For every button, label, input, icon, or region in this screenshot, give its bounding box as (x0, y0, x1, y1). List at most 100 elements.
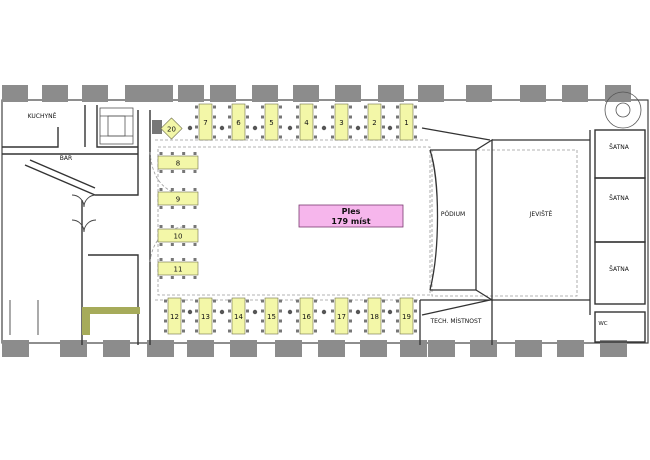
table-surface (157, 191, 199, 206)
table-surface (157, 228, 199, 243)
wall-pier-bottom (147, 340, 174, 357)
chair (296, 299, 299, 303)
table-11: 11 (157, 258, 199, 279)
pillar-dot (387, 125, 393, 131)
wall-pier-top (82, 85, 108, 102)
chair (296, 309, 299, 313)
entrance-doors (9, 194, 97, 335)
chair (279, 329, 282, 333)
chair (364, 299, 367, 303)
chair (414, 135, 417, 139)
chair (213, 115, 216, 119)
chair (182, 243, 186, 246)
chair (246, 309, 249, 313)
chair (279, 135, 282, 139)
chair (261, 299, 264, 303)
bar-counter (82, 307, 140, 314)
table-surface (367, 103, 382, 141)
chair (331, 299, 334, 303)
chair (228, 125, 231, 129)
chair (396, 105, 399, 109)
table-surface (334, 103, 349, 141)
table-surface (160, 117, 183, 140)
chair (164, 329, 167, 333)
chair (213, 309, 216, 313)
chair (182, 206, 186, 209)
room-label-stage: JEVIŠTĚ (529, 210, 553, 218)
chair (193, 258, 197, 261)
chair (213, 329, 216, 333)
table-surface (334, 297, 349, 335)
chair (182, 170, 186, 173)
table-number: 11 (174, 266, 183, 274)
table-19: 19 (396, 297, 417, 335)
wall-pier-bottom (600, 340, 627, 357)
wall-pier-top (418, 85, 444, 102)
banner-title: Ples (342, 207, 361, 216)
chair (182, 188, 186, 191)
left-interior-walls (2, 105, 151, 345)
chair (396, 309, 399, 313)
chair (364, 115, 367, 119)
room-label-tech: TECH. MÍSTNOST (430, 318, 482, 325)
room-label-cloakroom-3: ŠATNA (609, 266, 630, 273)
chair (228, 329, 231, 333)
pillar-dot (187, 309, 193, 315)
pillar-dot (321, 125, 327, 131)
staircase-left (99, 107, 134, 145)
pillar-dot (387, 309, 393, 315)
chair (213, 125, 216, 129)
pillar-dot (252, 309, 258, 315)
table-20: 20 (160, 117, 183, 140)
chair (364, 309, 367, 313)
table-number: 20 (167, 126, 176, 134)
wall-pier-top (520, 85, 546, 102)
chair (170, 206, 174, 209)
table-number: 3 (339, 119, 343, 127)
chair (195, 309, 198, 313)
table-3: 3 (331, 103, 352, 141)
table-surface (299, 297, 314, 335)
chair (182, 258, 186, 261)
bottom-wall-piers (2, 340, 627, 357)
chair (314, 135, 317, 139)
chair (213, 319, 216, 323)
chair (414, 105, 417, 109)
table-6: 6 (228, 103, 249, 141)
chair (170, 258, 174, 261)
table-9: 9 (157, 188, 199, 209)
table-14: 14 (228, 297, 249, 335)
chair (314, 309, 317, 313)
chair (279, 309, 282, 313)
table-number: 19 (402, 313, 411, 321)
chair (364, 135, 367, 139)
table-number: 18 (370, 313, 379, 321)
chair (246, 105, 249, 109)
chair (193, 152, 197, 155)
pillar-dot (321, 309, 327, 315)
table-number: 9 (176, 196, 180, 204)
room-label-wc: WC (598, 321, 607, 327)
pillar-dot (287, 309, 293, 315)
chair (170, 225, 174, 228)
chair (331, 125, 334, 129)
chair (182, 329, 185, 333)
chair (349, 125, 352, 129)
table-12: 12 (164, 297, 185, 335)
table-16: 16 (296, 297, 317, 335)
chair (296, 115, 299, 119)
chair (314, 125, 317, 129)
chair (414, 309, 417, 313)
chair (261, 135, 264, 139)
table-surface (231, 103, 246, 141)
chair (228, 135, 231, 139)
table-number: 7 (203, 119, 207, 127)
table-8: 8 (157, 152, 199, 173)
chair (296, 135, 299, 139)
chair (349, 105, 352, 109)
chair (164, 309, 167, 313)
chair (228, 319, 231, 323)
chair (193, 243, 197, 246)
chair (331, 135, 334, 139)
chair (349, 115, 352, 119)
